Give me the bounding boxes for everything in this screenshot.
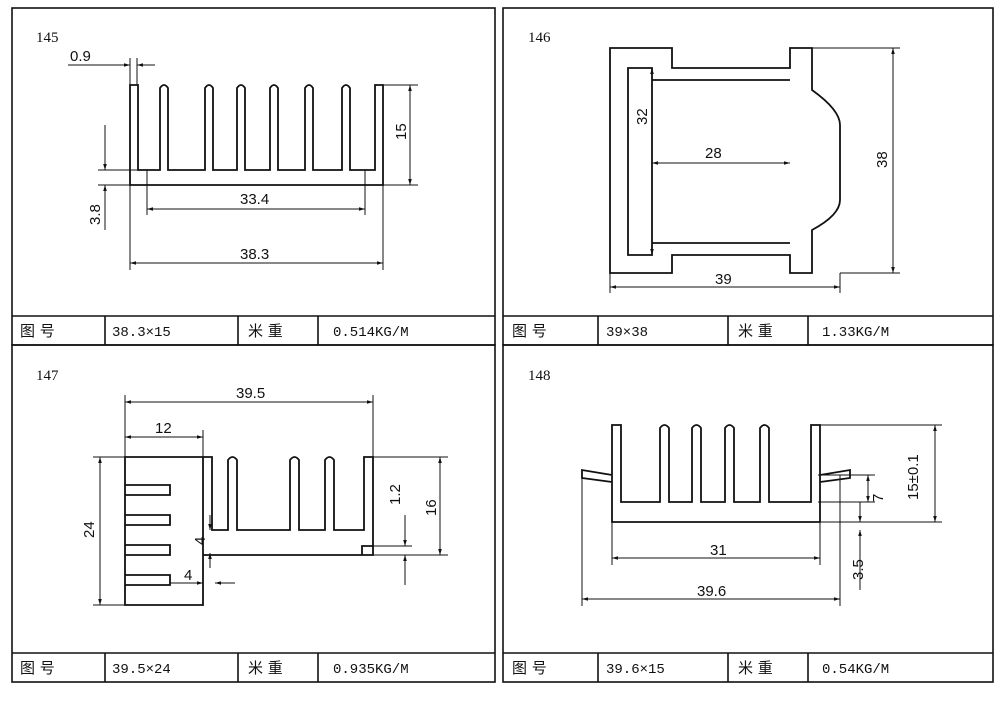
- dim-145-fin: 0.9: [70, 48, 91, 65]
- dim-145-width: 38.3: [240, 246, 269, 263]
- dim-145-base: 3.8: [87, 204, 104, 225]
- dim-148-width: 39.6: [697, 583, 726, 600]
- code-value: 39×38: [606, 325, 648, 341]
- panel-frames: [11, 7, 994, 683]
- dim-146-height: 38: [874, 151, 891, 168]
- code-value: 39.6×15: [606, 662, 665, 678]
- dim-147-t1: 4: [192, 537, 209, 545]
- weight-label: 米 重: [738, 322, 773, 340]
- footer-148: 图 号 39.6×15 米 重 0.54KG/M: [512, 659, 889, 678]
- dim-148-base: 3.5: [850, 559, 867, 580]
- weight-value: 1.33KG/M: [822, 325, 889, 341]
- footer-145: 图 号 38.3×15 米 重 0.514KG/M: [20, 322, 409, 341]
- dim-147-t2: 4: [184, 567, 192, 584]
- dim-148-fin: 7: [870, 494, 887, 502]
- dim-146-inner-w: 28: [705, 145, 722, 162]
- profile-146: [609, 47, 841, 274]
- weight-label: 米 重: [248, 659, 283, 677]
- weight-value: 0.514KG/M: [333, 325, 409, 341]
- code-label: 图 号: [512, 322, 547, 340]
- weight-label: 米 重: [248, 322, 283, 340]
- weight-value: 0.54KG/M: [822, 662, 889, 678]
- profile-147: [124, 456, 374, 606]
- code-label: 图 号: [20, 322, 55, 340]
- dim-145-inner: 33.4: [240, 191, 269, 208]
- dim-148-inner: 31: [710, 542, 727, 559]
- dimension-lines: [68, 47, 942, 606]
- code-value: 39.5×24: [112, 662, 171, 678]
- dim-145-height: 15: [393, 123, 410, 140]
- dim-147-step: 1.2: [387, 484, 404, 505]
- dim-147-width: 39.5: [236, 385, 265, 402]
- panel-number-148: 148: [528, 368, 551, 384]
- weight-value: 0.935KG/M: [333, 662, 409, 678]
- profile-148: [581, 424, 851, 523]
- code-value: 38.3×15: [112, 325, 171, 341]
- panel-number-146: 146: [528, 30, 551, 46]
- dim-148-height: 15±0.1: [905, 454, 922, 500]
- code-label: 图 号: [20, 659, 55, 677]
- footer-146: 图 号 39×38 米 重 1.33KG/M: [512, 322, 889, 341]
- code-label: 图 号: [512, 659, 547, 677]
- dim-147-fin-height: 16: [423, 499, 440, 516]
- panel-number-147: 147: [36, 368, 59, 384]
- profile-145: [129, 84, 384, 186]
- weight-label: 米 重: [738, 659, 773, 677]
- dim-146-width: 39: [715, 271, 732, 288]
- dim-147-left: 12: [155, 420, 172, 437]
- dim-147-height: 24: [81, 521, 98, 538]
- dim-146-inner-h: 32: [634, 108, 651, 125]
- footer-147: 图 号 39.5×24 米 重 0.935KG/M: [20, 659, 409, 678]
- panel-number-145: 145: [36, 30, 59, 46]
